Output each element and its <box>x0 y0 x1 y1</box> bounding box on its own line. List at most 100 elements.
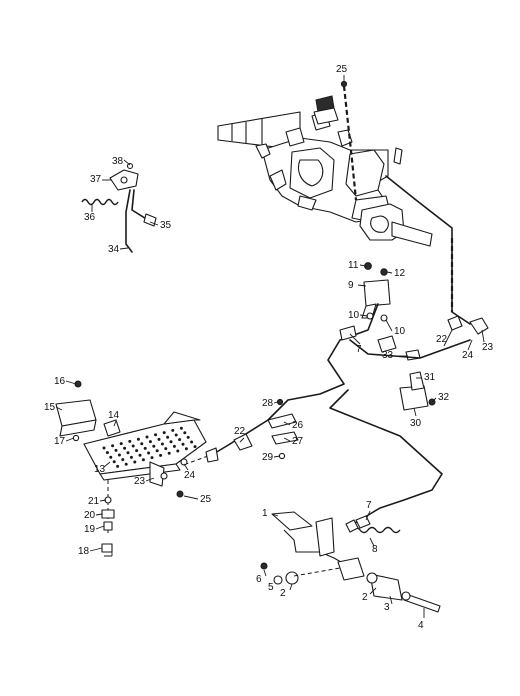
leader-line <box>149 221 159 226</box>
tread-hole <box>123 446 127 450</box>
callout-2-right: 2 <box>362 592 368 603</box>
tread-hole <box>136 437 140 441</box>
tread-hole <box>111 444 115 448</box>
callout-27: 27 <box>292 436 304 447</box>
callout-10-left: 10 <box>348 310 360 321</box>
tread-hole <box>190 440 194 444</box>
foot-pedal-13 <box>55 380 207 498</box>
tread-hole <box>105 451 109 455</box>
tread-hole <box>157 437 161 441</box>
tread-hole <box>119 442 123 446</box>
tread-hole <box>116 464 120 468</box>
cables <box>185 85 471 527</box>
tread-hole <box>162 431 166 435</box>
tread-hole <box>152 444 156 448</box>
leader-line <box>359 314 369 317</box>
callout-20: 20 <box>84 510 96 521</box>
tread-hole <box>184 447 188 451</box>
callout-28: 28 <box>262 398 274 409</box>
leader-line <box>283 437 291 442</box>
leader-line <box>369 537 375 547</box>
leader-line <box>389 595 393 605</box>
tread-hole <box>112 460 116 464</box>
callout-7-bottom: 7 <box>366 500 372 511</box>
leader-line <box>239 437 245 443</box>
tread-hole <box>109 455 113 459</box>
callout-37: 37 <box>90 174 102 185</box>
callout-17: 17 <box>54 436 66 447</box>
tread-hole <box>148 440 152 444</box>
callout-19: 19 <box>84 524 96 535</box>
tread-hole <box>147 451 151 455</box>
callout-25-top: 25 <box>336 64 348 75</box>
tread-hole <box>124 462 128 466</box>
tread-hole <box>126 451 130 455</box>
tread-hole <box>138 453 142 457</box>
callout-1: 1 <box>262 508 268 519</box>
pedal-tread-holes <box>102 426 197 468</box>
tread-hole <box>159 453 163 457</box>
callout-14: 14 <box>108 410 120 421</box>
leader-line <box>65 437 75 442</box>
tread-hole <box>155 449 159 453</box>
leader-line <box>431 397 437 403</box>
tread-hole <box>128 439 132 443</box>
leader-line <box>467 339 473 351</box>
tread-hole <box>166 435 170 439</box>
callout-36: 36 <box>84 212 96 223</box>
tread-hole <box>171 428 175 432</box>
leader-line <box>273 455 281 458</box>
pivot-hardware-18-21 <box>101 480 115 557</box>
leader-line <box>183 495 199 500</box>
callout-16: 16 <box>54 376 66 387</box>
tread-hole <box>140 442 144 446</box>
tread-hole <box>181 442 185 446</box>
leader-line <box>113 420 117 427</box>
leader-line <box>349 333 361 345</box>
callout-15: 15 <box>44 402 56 413</box>
tread-hole <box>102 446 106 450</box>
callout-labels: 25 38 37 36 35 34 11 12 9 10 10 7 33 22 … <box>44 64 494 631</box>
tread-hole <box>178 438 182 442</box>
callout-5: 5 <box>268 582 274 593</box>
tread-hole <box>186 435 190 439</box>
callout-35: 35 <box>160 220 172 231</box>
callout-24-mid: 24 <box>184 470 196 481</box>
callout-2-left: 2 <box>280 588 286 599</box>
callout-22-top: 22 <box>436 334 448 345</box>
callout-11: 11 <box>348 260 359 271</box>
callout-38: 38 <box>112 156 124 167</box>
callout-33: 33 <box>382 350 394 361</box>
callout-3: 3 <box>384 602 390 613</box>
leader-line <box>369 587 377 595</box>
leader-line <box>386 271 393 274</box>
tread-hole <box>183 431 187 435</box>
leader-line <box>271 513 279 517</box>
shift-linkage <box>81 162 157 253</box>
callout-29: 29 <box>262 452 274 463</box>
callout-7-top: 7 <box>356 344 362 355</box>
leader-line <box>183 463 189 471</box>
callout-13: 13 <box>94 464 106 475</box>
tread-hole <box>143 446 147 450</box>
callout-26: 26 <box>292 420 304 431</box>
callout-4: 4 <box>418 620 424 631</box>
callout-24-top: 24 <box>462 350 474 361</box>
tread-hole <box>133 460 137 464</box>
leader-line <box>145 477 155 482</box>
leader-line <box>365 510 371 521</box>
tread-hole <box>169 440 173 444</box>
callout-10-right: 10 <box>394 326 406 337</box>
callout-32: 32 <box>438 392 450 403</box>
callout-6: 6 <box>256 574 262 585</box>
tread-hole <box>135 449 139 453</box>
leader-line <box>481 329 485 343</box>
tread-hole <box>172 444 176 448</box>
tread-hole <box>114 448 118 452</box>
tread-hole <box>141 458 145 462</box>
tread-hole <box>164 447 168 451</box>
tread-hole <box>174 433 178 437</box>
tread-hole <box>117 453 121 457</box>
callout-23-mid: 23 <box>134 476 146 487</box>
tread-hole <box>176 449 180 453</box>
